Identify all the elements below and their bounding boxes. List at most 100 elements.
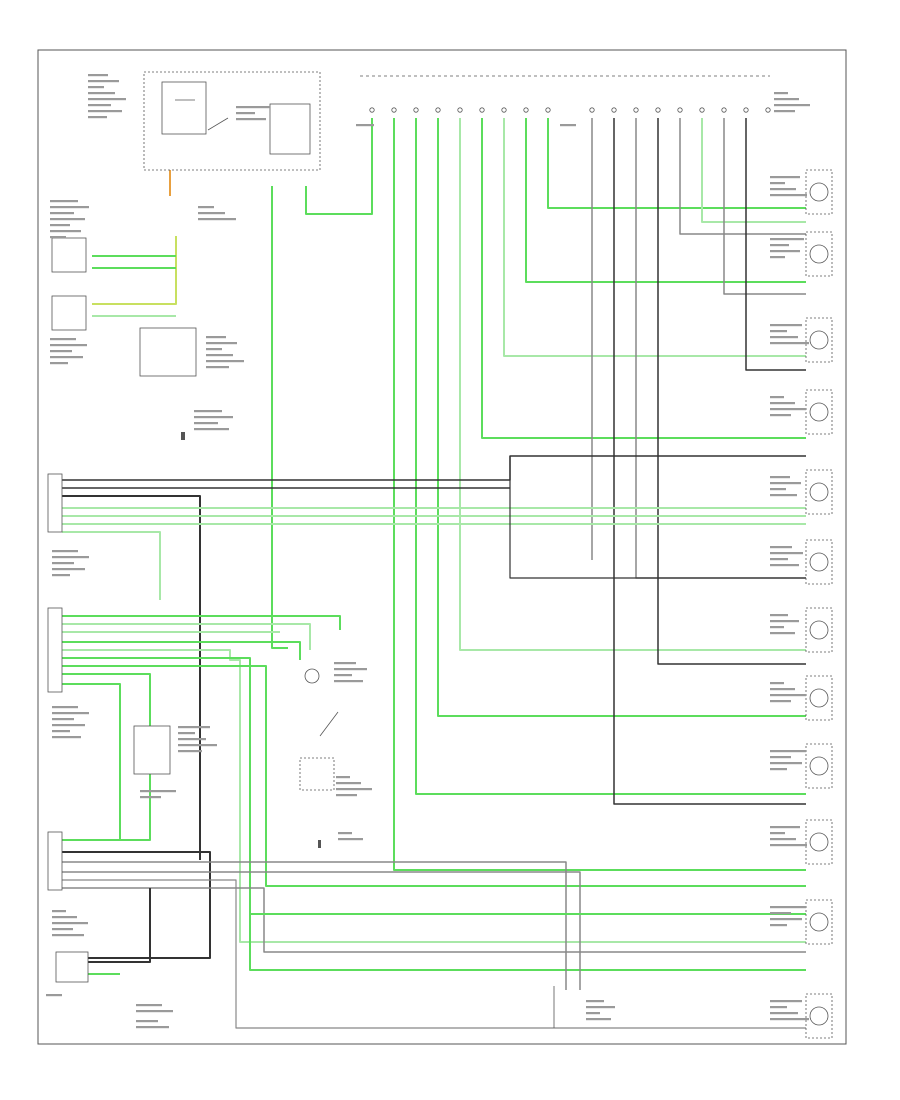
relay-inner-1 xyxy=(161,81,207,135)
top-connector-pin-14 xyxy=(677,107,683,113)
label-switch-box-line-6 xyxy=(206,366,229,369)
label-ground-2-line-3 xyxy=(194,422,218,425)
label-right-component-5-line-4 xyxy=(770,494,797,497)
label-right-component-2-line-2 xyxy=(770,244,789,247)
label-relay-line-2 xyxy=(236,112,255,115)
right-component-4 xyxy=(809,402,829,422)
wire-5 xyxy=(459,118,806,651)
label-left-module-1-line-4 xyxy=(50,218,85,221)
label-left-module-1-line-3 xyxy=(50,212,74,215)
right-component-10 xyxy=(809,832,829,852)
wire-30 xyxy=(62,531,161,600)
label-left-sensor-line-1 xyxy=(46,994,62,997)
label-switch-box-line-1 xyxy=(206,336,226,339)
top-connector-pin-11 xyxy=(611,107,617,113)
label-top-right-line-4 xyxy=(774,110,795,113)
wire-33 xyxy=(62,623,311,650)
label-splice-line-4 xyxy=(586,1018,611,1021)
label-right-component-10-line-2 xyxy=(770,832,785,835)
label-middle-lamp-line-3 xyxy=(334,674,352,677)
right-component-2 xyxy=(809,244,829,264)
label-center-relay-line-1 xyxy=(178,726,210,729)
label-right-component-7-line-3 xyxy=(770,626,784,629)
top-connector-pin-12 xyxy=(633,107,639,113)
label-right-component-3-line-2 xyxy=(770,330,787,333)
label-ground-2-line-4 xyxy=(194,428,229,431)
label-left-module-2-line-4 xyxy=(50,356,83,359)
label-connector-c-line-1 xyxy=(52,910,66,913)
top-connector-pin-16 xyxy=(721,107,727,113)
label-right-component-11-line-2 xyxy=(770,912,791,915)
top-connector-pin-3 xyxy=(413,107,419,113)
ground-symbol-1 xyxy=(181,432,185,440)
label-right-component-5-line-2 xyxy=(770,482,801,485)
right-component-7-box xyxy=(805,607,833,653)
label-connector-a-line-2 xyxy=(52,556,89,559)
label-left-module-1-line-7 xyxy=(50,236,66,239)
right-component-2-box xyxy=(805,231,833,277)
wire-42 xyxy=(62,851,211,959)
label-middle-switch-line-4 xyxy=(336,794,357,797)
label-middle-switch-line-2 xyxy=(336,782,361,785)
middle-lamp xyxy=(304,668,320,684)
label-right-component-6-line-1 xyxy=(770,546,792,549)
label-connector-a-line-4 xyxy=(52,568,85,571)
label-right-component-8-line-1 xyxy=(770,682,784,685)
label-right-component-4-line-2 xyxy=(770,402,795,405)
label-right-component-12-line-3 xyxy=(770,1012,798,1015)
label-center-relay-2-line-1 xyxy=(140,790,176,793)
wire-37 xyxy=(62,657,806,971)
wire-1 xyxy=(547,118,806,209)
label-right-component-5-line-3 xyxy=(770,488,786,491)
label-connector-b-line-6 xyxy=(52,736,81,739)
label-center-relay-line-5 xyxy=(178,750,202,753)
right-component-10-box xyxy=(805,819,833,865)
right-component-5 xyxy=(809,482,829,502)
label-right-component-1-line-1 xyxy=(770,176,800,179)
label-ground-2-line-1 xyxy=(194,410,222,413)
wire-3 xyxy=(503,118,806,357)
wire-45 xyxy=(62,879,806,1029)
label-connector-b-line-5 xyxy=(52,730,70,733)
label-right-component-1-line-2 xyxy=(770,182,785,185)
wire-16 xyxy=(723,118,806,295)
label-top-right-line-3 xyxy=(774,104,810,107)
label-switch-box-line-5 xyxy=(206,360,244,363)
top-connector-pin-10 xyxy=(589,107,595,113)
wire-36 xyxy=(62,649,806,943)
label-right-component-3-line-4 xyxy=(770,342,809,345)
left-connector-b xyxy=(47,607,63,693)
label-right-component-4-line-4 xyxy=(770,414,791,417)
label-relay-line-1 xyxy=(236,106,270,109)
label-top-connector-1-line-1 xyxy=(356,124,374,127)
label-ground-3-line-2 xyxy=(338,838,363,841)
label-right-component-10-line-3 xyxy=(770,838,796,841)
right-component-6 xyxy=(809,552,829,572)
middle-switch-box xyxy=(299,757,335,791)
label-right-component-12-line-4 xyxy=(770,1018,809,1021)
wire-43 xyxy=(62,861,567,990)
label-legend-1-line-2 xyxy=(136,1010,173,1013)
label-right-component-7-line-4 xyxy=(770,632,795,635)
wire-11 xyxy=(613,118,806,805)
right-component-1 xyxy=(809,182,829,202)
wire-24 xyxy=(62,455,806,481)
wire-2 xyxy=(525,118,806,283)
wire-26 xyxy=(62,495,201,860)
wire-15 xyxy=(701,118,806,223)
right-component-6-box xyxy=(805,539,833,585)
label-right-component-2-line-1 xyxy=(770,238,804,241)
wire-35 xyxy=(62,641,301,660)
left-connector-c xyxy=(47,831,63,891)
wire-13 xyxy=(657,118,806,665)
label-left-module-2-line-1 xyxy=(50,338,76,341)
label-right-component-10-line-4 xyxy=(770,844,807,847)
label-ground-2-line-2 xyxy=(194,416,233,419)
wire-38 xyxy=(62,665,806,887)
label-right-component-4-line-3 xyxy=(770,408,806,411)
right-component-9 xyxy=(809,756,829,776)
label-connector-a-line-5 xyxy=(52,574,70,577)
label-right-component-9-line-3 xyxy=(770,762,802,765)
label-top-left-line-5 xyxy=(88,98,126,101)
label-splice-line-3 xyxy=(586,1012,600,1015)
